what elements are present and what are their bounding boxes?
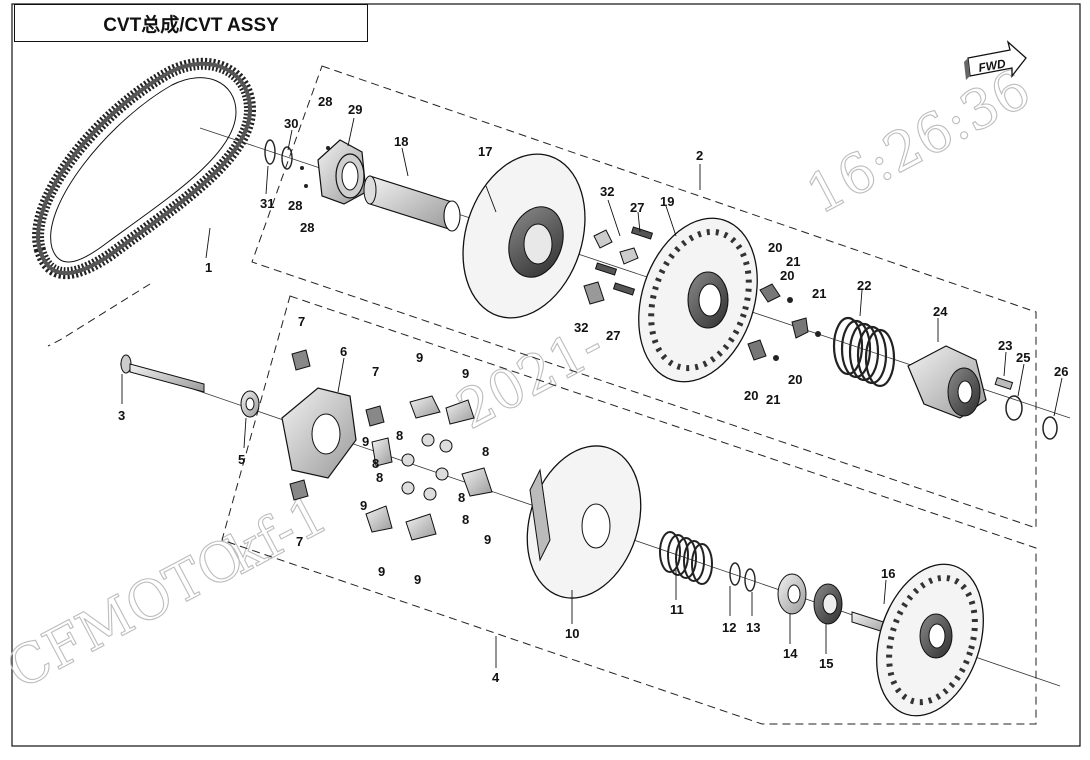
callout-3: 3 — [118, 408, 125, 423]
callout-21a: 21 — [786, 254, 800, 269]
leader-lines — [121, 117, 1063, 668]
callout-6: 6 — [340, 344, 347, 359]
callout-31: 31 — [260, 196, 274, 211]
callout-32a: 32 — [600, 184, 614, 199]
callout-19: 19 — [660, 194, 674, 209]
callout-23: 23 — [998, 338, 1012, 353]
callout-9e: 9 — [378, 564, 385, 579]
callout-9d: 9 — [484, 532, 491, 547]
callout-22: 22 — [857, 278, 871, 293]
spider-cover — [907, 345, 987, 419]
pin-23 — [994, 377, 1014, 390]
driven-spring — [659, 531, 713, 585]
callout-labels: 1 2 3 4 5 6 7 7 7 8 8 8 8 8 8 9 9 9 9 9 … — [118, 94, 1068, 685]
slider-hardware — [583, 226, 654, 305]
callout-1: 1 — [205, 260, 212, 275]
slider-7c — [289, 479, 309, 501]
callout-8b: 8 — [482, 444, 489, 459]
callout-30: 30 — [284, 116, 298, 131]
diagram-title: CVT总成/CVT ASSY — [14, 4, 368, 42]
callout-7c: 7 — [296, 534, 303, 549]
slider-7b — [365, 405, 385, 427]
callout-8c: 8 — [376, 470, 383, 485]
callout-20c: 20 — [744, 388, 758, 403]
driven-sheave — [526, 445, 642, 599]
callout-8e: 8 — [462, 512, 469, 527]
callout-9f: 9 — [414, 572, 421, 587]
drive-belt — [32, 57, 257, 280]
callout-20d: 20 — [780, 268, 794, 283]
callout-21c: 21 — [766, 392, 780, 407]
ring-26 — [1042, 416, 1058, 440]
watermark-brand: CFMOTO — [0, 524, 254, 701]
callout-2: 2 — [696, 148, 703, 163]
driven-assembly-outline — [221, 295, 1037, 725]
movable-drive-sheave — [638, 217, 758, 383]
ramp-rollers — [747, 283, 821, 361]
callout-27b: 27 — [606, 328, 620, 343]
sleeve-bushing — [363, 175, 461, 232]
flange-nut — [240, 390, 260, 418]
callout-10: 10 — [565, 626, 579, 641]
callout-28a: 28 — [318, 94, 332, 109]
callout-20a: 20 — [768, 240, 782, 255]
callout-4: 4 — [492, 670, 500, 685]
callout-7a: 7 — [298, 314, 305, 329]
callout-9g: 9 — [362, 434, 369, 449]
washer-12 — [729, 562, 741, 586]
o-ring-31 — [264, 139, 276, 165]
callout-8f: 8 — [372, 456, 379, 471]
callout-28c: 28 — [300, 220, 314, 235]
slider-7a — [291, 349, 311, 371]
fwd-label: FWD — [977, 56, 1007, 75]
callout-9b: 9 — [462, 366, 469, 381]
center-bolt — [120, 354, 205, 393]
callout-21b: 21 — [812, 286, 826, 301]
callout-27a: 27 — [630, 200, 644, 215]
bearing-15 — [813, 583, 843, 625]
outer-border — [11, 3, 1081, 747]
callout-17: 17 — [478, 144, 492, 159]
callout-26: 26 — [1054, 364, 1068, 379]
callout-16: 16 — [881, 566, 895, 581]
fixed-driven-sheave — [851, 563, 984, 717]
callout-24: 24 — [933, 304, 948, 319]
bearing-housing — [300, 139, 367, 205]
callout-18: 18 — [394, 134, 408, 149]
callout-32b: 32 — [574, 320, 588, 335]
rollers-and-weights — [365, 395, 493, 541]
callout-25: 25 — [1016, 350, 1030, 365]
callout-9a: 9 — [416, 350, 423, 365]
callout-9c: 9 — [360, 498, 367, 513]
callout-28b: 28 — [288, 198, 302, 213]
leader-dash — [47, 283, 151, 347]
bearing-14 — [777, 573, 807, 615]
watermark-time: 16:26:36 — [797, 57, 1041, 226]
fixed-sheave — [462, 153, 586, 319]
callout-8a: 8 — [396, 428, 403, 443]
o-ring-30 — [281, 146, 293, 170]
callout-15: 15 — [819, 656, 833, 671]
callout-14: 14 — [783, 646, 798, 661]
callout-5: 5 — [238, 452, 245, 467]
callout-11: 11 — [670, 602, 684, 617]
callout-12: 12 — [722, 620, 736, 635]
callout-29: 29 — [348, 102, 362, 117]
callout-8d: 8 — [458, 490, 465, 505]
torque-cam — [281, 387, 357, 479]
clip-25 — [1005, 395, 1023, 421]
callout-7b: 7 — [372, 364, 379, 379]
callout-20b: 20 — [788, 372, 802, 387]
drive-spring — [832, 316, 896, 388]
washer-13 — [744, 568, 756, 592]
callout-13: 13 — [746, 620, 760, 635]
fwd-arrow: FWD — [964, 40, 1027, 80]
